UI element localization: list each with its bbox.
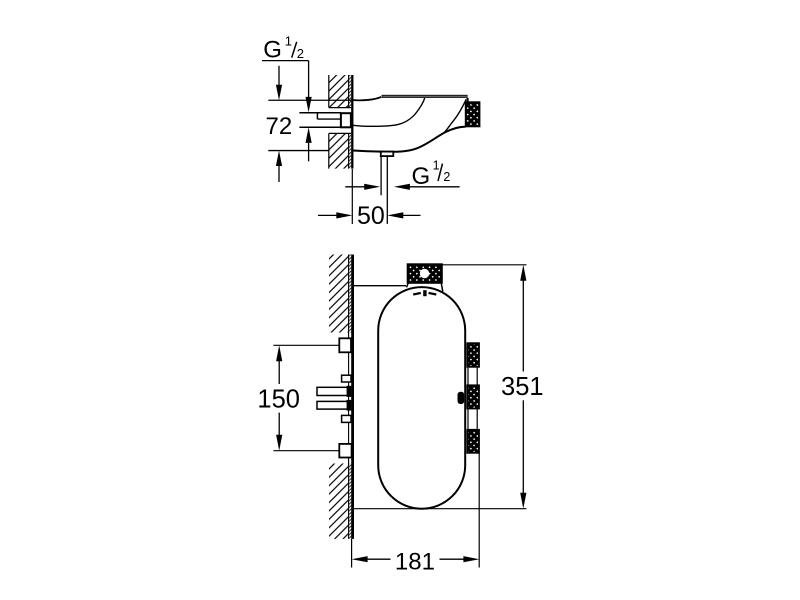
- svg-text:G: G: [412, 163, 431, 190]
- svg-text:150: 150: [257, 386, 300, 414]
- svg-text:50: 50: [357, 202, 385, 230]
- svg-text:181: 181: [395, 548, 435, 575]
- svg-text:72: 72: [266, 113, 293, 140]
- svg-text:2: 2: [443, 170, 450, 184]
- svg-text:351: 351: [501, 373, 544, 401]
- svg-text:G: G: [263, 37, 282, 64]
- svg-text:1: 1: [285, 34, 292, 49]
- svg-text:2: 2: [297, 46, 304, 61]
- svg-text:1: 1: [433, 158, 440, 172]
